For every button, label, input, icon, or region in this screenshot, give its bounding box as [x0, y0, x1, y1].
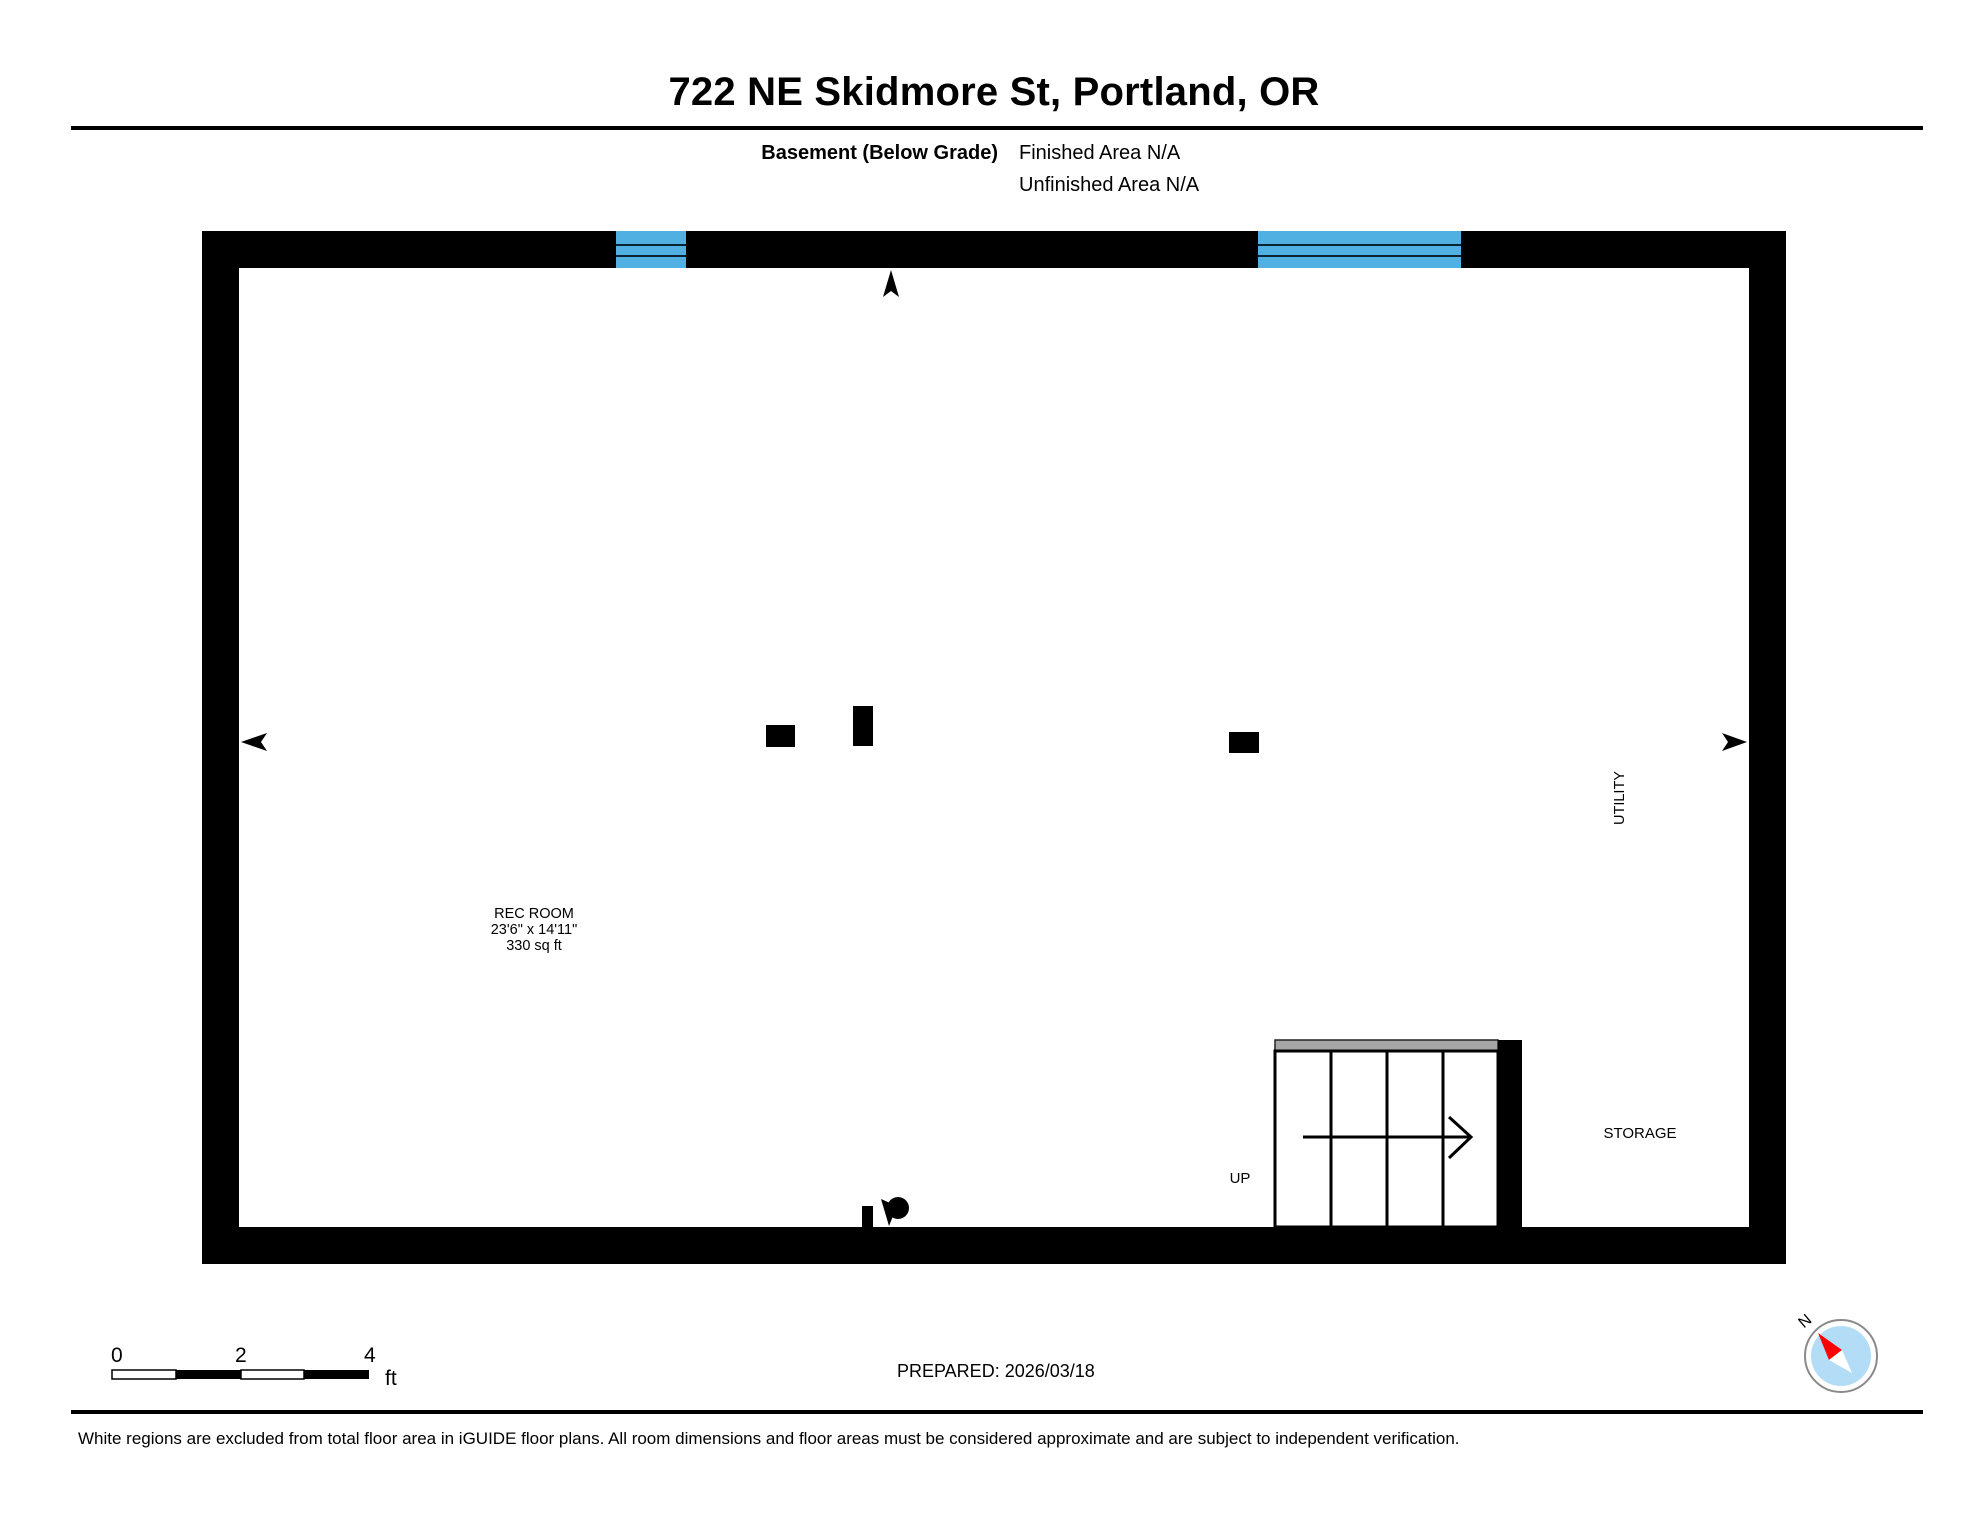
prepared-date: PREPARED: 2026/03/18: [897, 1361, 1095, 1381]
footer-divider: [71, 1410, 1923, 1414]
location-pin-icon: [881, 1197, 909, 1226]
wall-marker-right-icon: [1722, 733, 1747, 751]
scale-unit: ft: [385, 1367, 397, 1390]
scale-tick-0: 0: [111, 1344, 123, 1367]
north-compass-icon: [1804, 1319, 1878, 1393]
room-name-storage: STORAGE: [1603, 1125, 1676, 1142]
room-area-rec-room: 330 sq ft: [506, 938, 562, 954]
finished-area-label: Finished Area N/A: [1019, 142, 1181, 164]
window-right: [1258, 231, 1461, 268]
wall-marker-left-icon: [241, 733, 267, 751]
scale-tick-4: 4: [364, 1344, 376, 1367]
post-3: [1229, 732, 1259, 753]
post-2: [853, 706, 873, 746]
disclaimer-text: White regions are excluded from total fl…: [78, 1429, 1460, 1448]
room-dimensions-rec-room: 23'6" x 14'11": [491, 922, 578, 938]
header-divider: [71, 126, 1923, 130]
stairs-up-label: UP: [1230, 1170, 1251, 1187]
scale-tick-2: 2: [235, 1344, 247, 1367]
room-name-rec-room: REC ROOM: [494, 906, 574, 922]
post-1: [766, 725, 795, 747]
window-left: [616, 231, 686, 268]
exterior-walls: [202, 231, 1786, 1264]
wall-marker-top-icon: [883, 270, 899, 297]
unfinished-area-label: Unfinished Area N/A: [1019, 174, 1200, 196]
floor-level-name: Basement (Below Grade): [761, 142, 998, 164]
stair-direction-arrow-icon: [1303, 1115, 1474, 1160]
staircase: [1273, 1039, 1522, 1230]
room-name-utility: UTILITY: [1612, 771, 1628, 825]
scale-bar: [111, 1369, 369, 1380]
property-address-title: 722 NE Skidmore St, Portland, OR: [668, 70, 1320, 114]
wall-stub: [862, 1206, 873, 1228]
